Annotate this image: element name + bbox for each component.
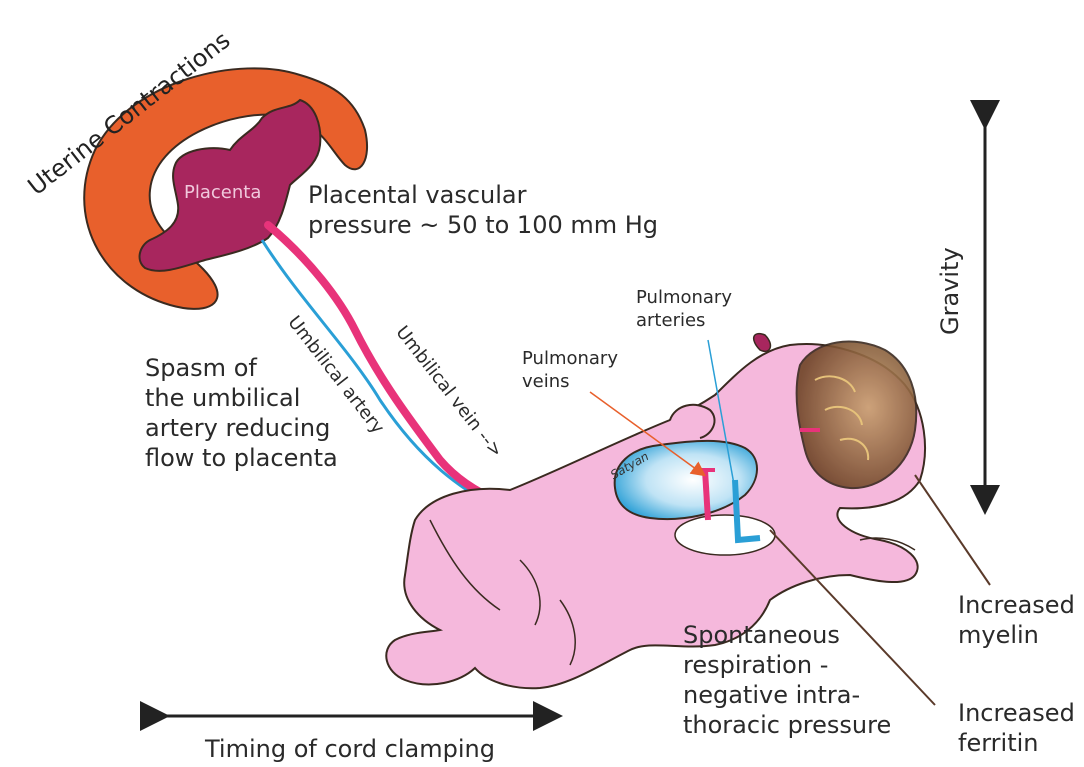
- increased-myelin-label: Increased myelin: [958, 590, 1075, 650]
- pulmonary-arteries-label: Pulmonary arteries: [636, 287, 732, 332]
- placenta-label: Placenta: [184, 182, 261, 205]
- timing-label: Timing of cord clamping: [205, 734, 495, 764]
- gravity-label: Gravity: [935, 247, 965, 335]
- spontaneous-respiration-label: Spontaneous respiration - negative intra…: [683, 620, 891, 740]
- spasm-label: Spasm of the umbilical artery reducing f…: [145, 353, 338, 473]
- myelin-pointer: [915, 475, 990, 585]
- pulmonary-veins-label: Pulmonary veins: [522, 348, 618, 393]
- placental-pressure-label: Placental vascular pressure ~ 50 to 100 …: [308, 180, 658, 240]
- increased-ferritin-label: Increased ferritin: [958, 698, 1075, 758]
